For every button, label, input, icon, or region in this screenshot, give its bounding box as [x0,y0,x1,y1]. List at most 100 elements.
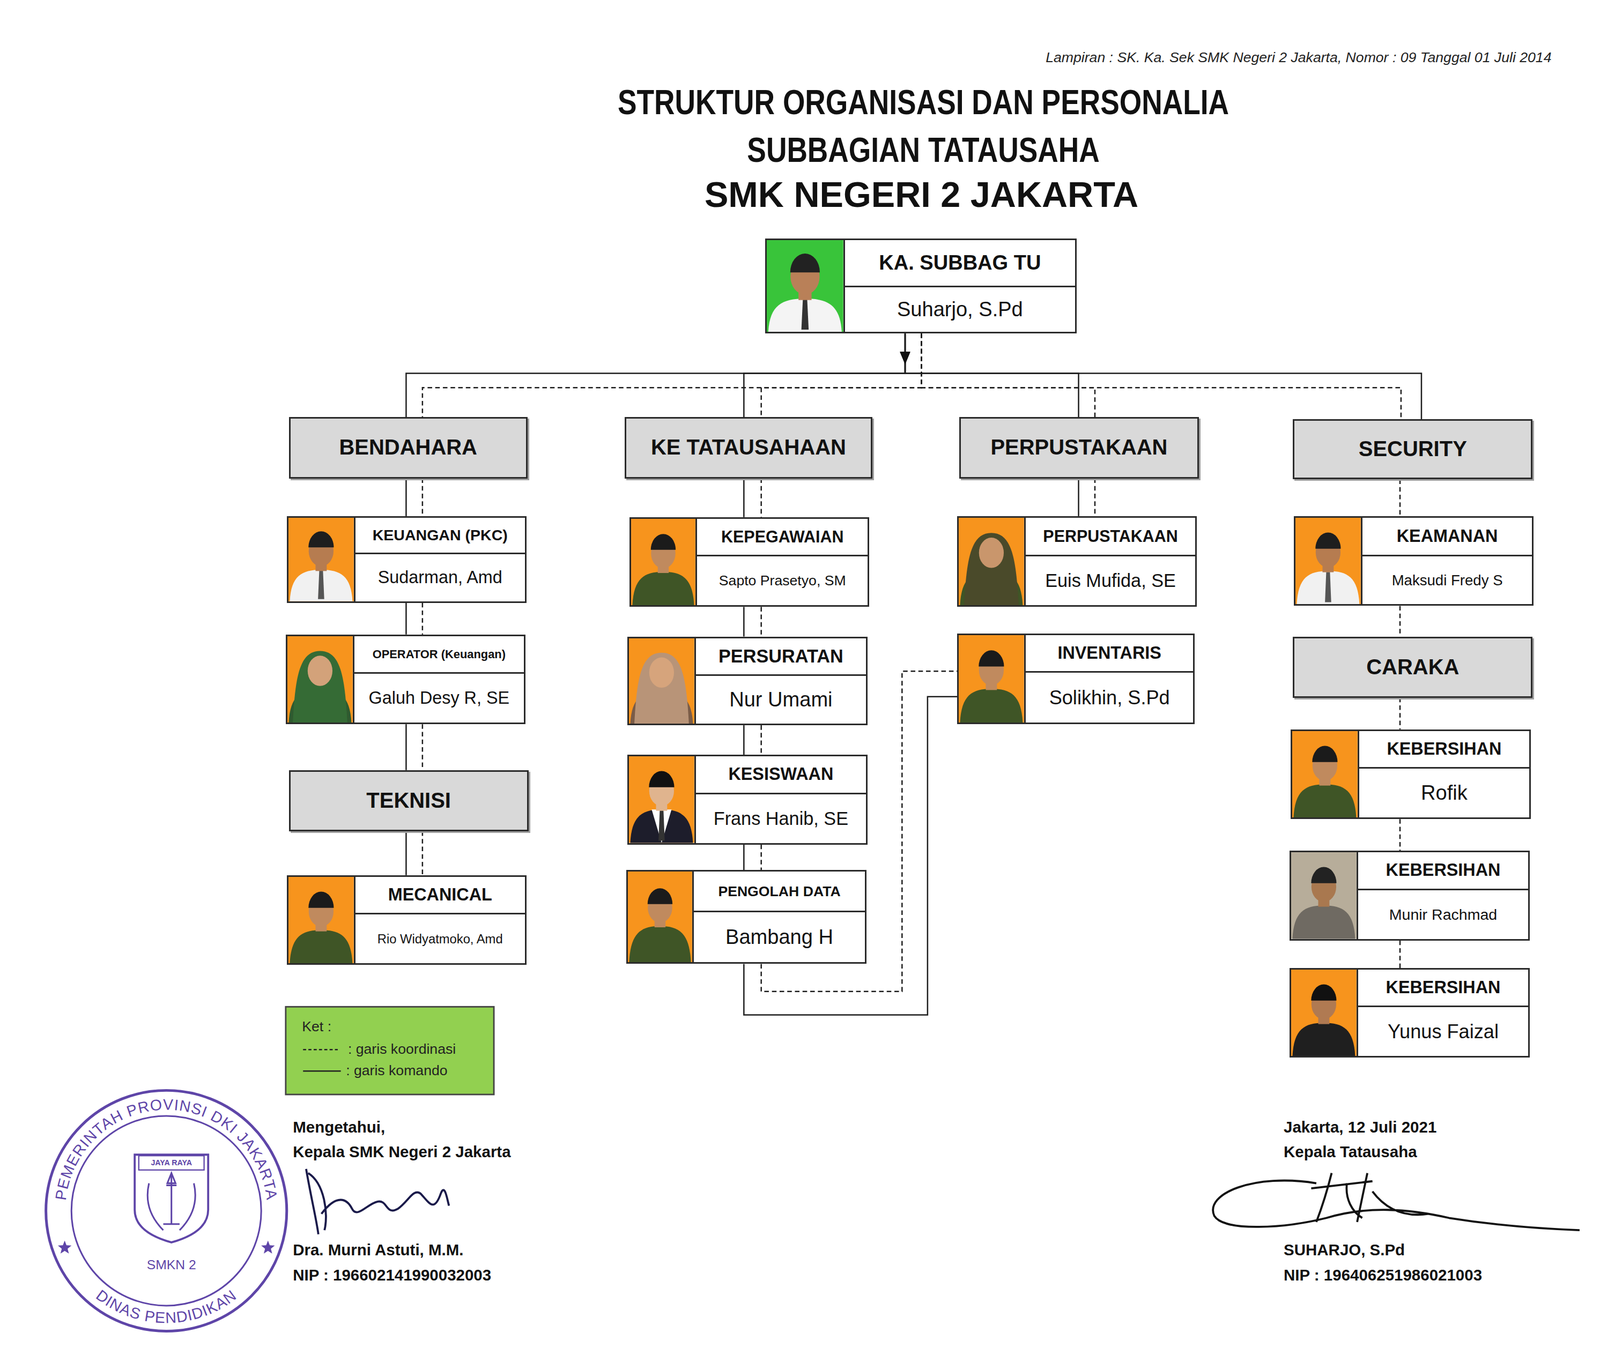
portrait-photo [958,517,1025,606]
command-line [405,333,906,418]
text-column: KESISWAAN Frans Hanib, SE [694,756,866,843]
stamp-ring [46,1090,287,1332]
coordination-line [421,724,424,771]
photo-background [1292,731,1358,818]
text-cell: KEBERSIHAN [1358,852,1528,891]
text-cell: KESISWAAN [695,756,866,795]
text-cell: Nur Umami [695,676,866,724]
staff-name: Frans Hanib, SE [713,808,849,830]
department-title: SECURITY [1358,436,1468,462]
department-title: CARAKA [1366,655,1459,680]
staff-name: Galuh Desy R, SE [368,688,510,709]
coordination-line [760,725,762,755]
staff-name: Yunus Faizal [1387,1020,1499,1044]
command-line [905,333,1422,420]
department-title: BENDAHARA [338,435,477,461]
staff-box: OPERATOR (Keuangan) Galuh Desy R, SE [285,634,526,725]
command-line [743,333,906,418]
text-cell: Bambang H [693,912,865,963]
text-cell: KEAMANAN [1362,517,1532,557]
signature-text: NIP : 196406251986021003 [1282,1265,1484,1285]
arrow-head [900,352,911,365]
portrait-photo [1291,852,1357,939]
text-column: KEBERSIHANYunus Faizal [1356,969,1528,1057]
staff-box: KA. SUBBAG TUSuharjo, S.Pd [765,238,1077,334]
stamp-text: JAYA RAYA [149,1158,194,1168]
photo-hijab [964,532,1019,606]
staff-box: PENGOLAH DATA Bambang H [626,870,866,965]
department-box: BENDAHARA [289,417,528,479]
text-cell: KEPEGAWAIAN [697,519,868,557]
photo-face [649,657,674,688]
stamp-text: SMKN 2 [145,1257,198,1274]
photo-body [1293,784,1357,818]
portrait-photo [1291,969,1357,1057]
photo-tie [1324,572,1332,603]
staff-box: KESISWAAN Frans Hanib, SE [627,754,868,845]
signature-text: Jakarta, 12 Juli 2021 [1282,1117,1439,1137]
text-cell: Rio Widyatmoko, Amd [355,914,525,964]
photo-background [628,756,695,843]
command-line [405,603,407,635]
text-column: MECANICAL Rio Widyatmoko, Amd [353,877,525,964]
photo-background [287,636,353,723]
staff-box: MECANICAL Rio Widyatmoko, Amd [286,875,527,966]
signature-scribble [1212,1173,1580,1232]
photo-body [632,572,695,606]
role-title: PERSURATAN [718,646,844,668]
photo-hair [1311,984,1337,1002]
photo-body [630,810,694,844]
text-cell: PERPUSTAKAAN [1025,517,1196,557]
text-cell: OPERATOR (Keuangan) [354,636,524,674]
coordination-line [760,606,762,637]
portrait-photo [958,635,1025,723]
text-cell: KEUANGAN (PKC) [355,517,525,555]
text-cell: Frans Hanib, SE [695,794,866,844]
photo-shirt [652,810,672,844]
subtitle: SMK NEGERI 2 JAKARTA [702,173,1140,217]
staff-name: Bambang H [725,926,834,950]
photo-background [1291,969,1357,1057]
staff-box: PERPUSTAKAAN Euis Mufida, SE [957,516,1197,607]
staff-box: PERSURATAN Nur Umami [627,636,868,727]
arrow-head [900,352,911,365]
coordination-line [921,333,1095,418]
text-cell: PENGOLAH DATA [693,871,865,913]
photo-hair [1312,745,1338,762]
portrait-photo [288,877,354,964]
photo-body [289,569,353,602]
stamp-emblem [147,1173,196,1232]
header-note: Lampiran : SK. Ka. Sek SMK Negeri 2 Jaka… [1043,49,1553,67]
text-cell: Sudarman, Amd [355,554,525,602]
photo-hair [308,891,334,908]
legend-text: : garis komando [344,1062,449,1080]
portrait-photo [628,756,695,843]
staff-name: Euis Mufida, SE [1045,570,1176,592]
staff-box: INVENTARISSolikhin, S.Pd [957,633,1195,725]
coordination-line [421,478,424,517]
stamp-shield [134,1154,209,1243]
portrait-photo [288,517,354,602]
photo-background [288,517,354,602]
photo-hair [650,534,676,551]
photo-body [959,689,1023,723]
arrow-head [900,352,911,365]
text-column: KEPEGAWAIANSapto Prasetyo, SM [695,519,868,606]
portrait-photo [631,519,696,606]
department-title: PERPUSTAKAAN [990,435,1168,461]
text-column: KEUANGAN (PKC)Sudarman, Amd [353,517,525,602]
command-line [905,333,1079,418]
command-line [743,845,745,871]
role-title: MECANICAL [388,885,493,906]
command-line [743,725,745,755]
photo-body [629,926,692,963]
portrait-photo [628,638,695,725]
text-column: INVENTARISSolikhin, S.Pd [1024,635,1194,723]
signature-text: Mengetahui, [291,1117,387,1137]
text-cell: KA. SUBBAG TU [845,240,1076,288]
staff-box: KEBERSIHANYunus Faizal [1289,968,1530,1058]
text-cell: Euis Mufida, SE [1025,556,1196,606]
role-title: PERPUSTAKAAN [1042,527,1178,546]
official-stamp: PEMERINTAH PROVINSI DKI JAKARTADINAS PEN… [46,1090,287,1332]
role-title: KEBERSIHAN [1386,860,1501,881]
